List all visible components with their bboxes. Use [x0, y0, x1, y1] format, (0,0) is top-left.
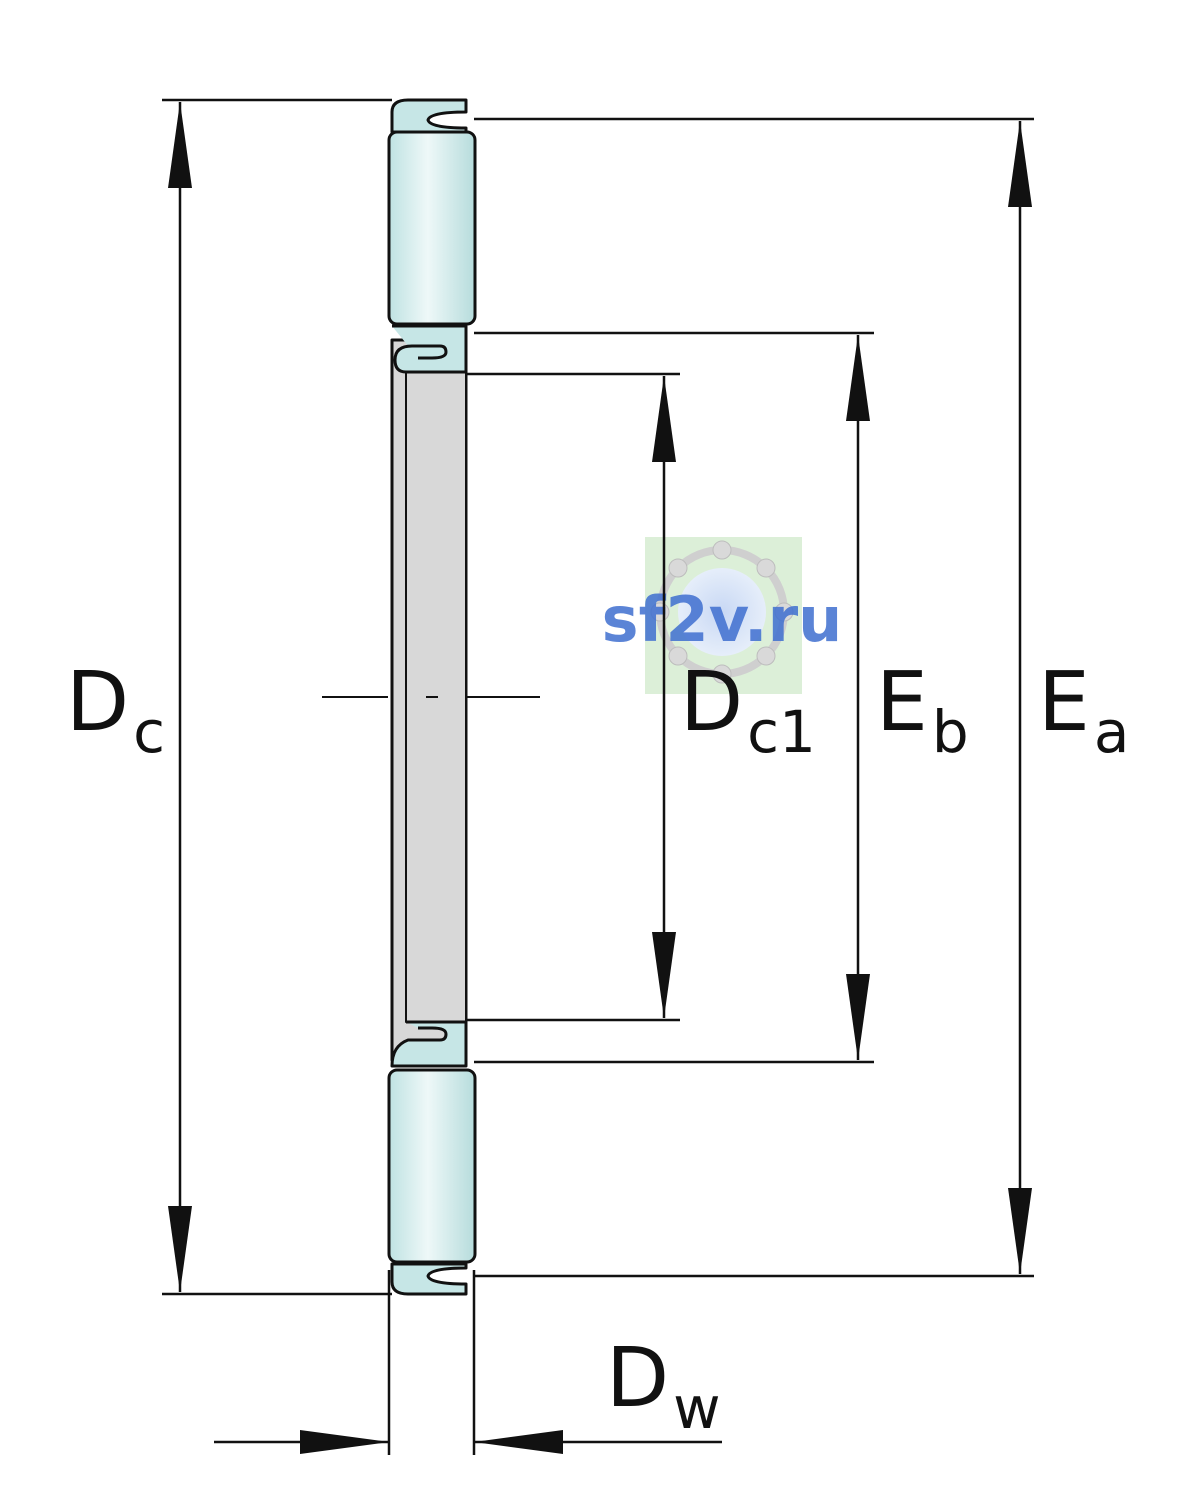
arrow-dc-top — [168, 102, 192, 188]
arrow-eb-bottom — [846, 974, 870, 1060]
arrow-dc-bottom — [168, 1206, 192, 1292]
cage-lip-bottom-outer — [390, 1262, 468, 1296]
dimension-labels: Dc Dc1 Eb Ea Dw — [66, 655, 1129, 1442]
label-ea: Ea — [1038, 655, 1129, 766]
arrow-dc1-top — [652, 376, 676, 462]
roller-bottom — [387, 1068, 477, 1264]
arrowheads — [168, 102, 1032, 1454]
arrow-dw-right — [474, 1430, 563, 1454]
cage-lip-top-inner — [392, 324, 468, 374]
dimension-lines — [178, 102, 1022, 1444]
cage-lip-top-outer — [390, 98, 468, 134]
arrow-dw-left — [300, 1430, 389, 1454]
label-dw: Dw — [606, 1331, 721, 1442]
label-dc: Dc — [66, 655, 165, 766]
arrow-ea-top — [1008, 121, 1032, 207]
ball-bearing-icon — [650, 540, 794, 684]
label-eb: Eb — [876, 655, 969, 766]
arrow-eb-top — [846, 335, 870, 421]
label-dc1: Dc1 — [680, 655, 816, 766]
watermark: sf2v.ru — [602, 537, 843, 694]
cage-lip-bottom-inner — [390, 1020, 468, 1068]
extension-lines — [162, 98, 1034, 1455]
arrow-ea-bottom — [1008, 1188, 1032, 1274]
watermark-text: sf2v.ru — [602, 583, 843, 656]
arrow-dc1-bottom — [652, 932, 676, 1018]
roller-top — [387, 130, 477, 326]
